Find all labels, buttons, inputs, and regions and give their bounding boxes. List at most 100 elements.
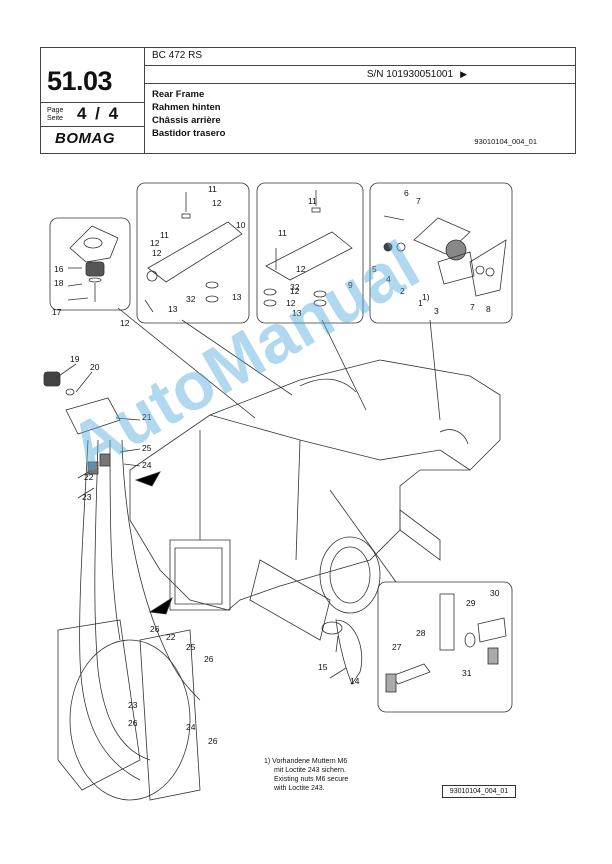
part-number: 25 (186, 642, 196, 652)
part-number: 18 (54, 278, 64, 288)
detail-box-mount (49, 217, 131, 311)
part-number: 12 (152, 248, 162, 258)
part-number: 30 (490, 588, 500, 598)
page-number: 4 / 4 (77, 104, 119, 123)
leader-line (329, 489, 397, 583)
divider (41, 102, 144, 103)
footnote-line: with Loctite 243. (274, 785, 325, 792)
part-number: 1) (422, 292, 430, 302)
part-number: 26 (204, 654, 214, 664)
mount-plate (69, 225, 119, 263)
page-label-de: Page (47, 107, 64, 114)
part-number: 2 (400, 286, 405, 296)
part-number: 27 (392, 642, 402, 652)
part-number: 16 (54, 264, 64, 274)
serial-arrow-icon: ▶ (460, 69, 467, 79)
drive-housing (57, 619, 141, 791)
frame-opening (169, 539, 231, 611)
part-number: 12 (212, 198, 222, 208)
part-number: 32 (290, 282, 300, 292)
part-number: 11 (308, 196, 317, 206)
drum-segment (335, 619, 363, 685)
detail-box-sensor (369, 182, 513, 324)
serial-number: S/N 101930051001 (366, 69, 453, 80)
part-number: 25 (142, 443, 152, 453)
serial-row: S/N 101930051001 ▶ (145, 66, 575, 84)
leader-line (181, 319, 293, 396)
part-number: 31 (462, 668, 472, 678)
frame-bore (319, 536, 381, 614)
guard-plate-mid (265, 231, 353, 281)
part-number: 7 (470, 302, 475, 312)
part-number: 6 (404, 188, 409, 198)
header-doc-ref: 93010104_004_01 (474, 137, 537, 146)
part-number: 19 (70, 354, 80, 364)
part-number: 11 (208, 184, 217, 194)
fitting-bracket (439, 593, 455, 651)
part-number: 5 (372, 264, 377, 274)
part-number: 12 (120, 318, 130, 328)
part-number: 12 (286, 298, 296, 308)
detail-box-left-plate (136, 182, 250, 324)
part-number: 13 (168, 304, 178, 314)
valve-block (65, 397, 121, 435)
model-row: BC 472 RS (145, 48, 575, 66)
group-number: 51.03 (47, 66, 113, 96)
part-number: 13 (292, 308, 302, 318)
guard-plate-left (147, 221, 243, 283)
title-fr: Châssis arrière (152, 115, 221, 126)
part-number: 12 (150, 238, 160, 248)
title-es: Bastidor trasero (152, 128, 226, 139)
part-number: 28 (416, 628, 426, 638)
part-number: 20 (90, 362, 100, 372)
part-number: 7 (416, 196, 421, 206)
part-number: 22 (84, 472, 94, 482)
part-number: 17 (52, 307, 62, 317)
footnote-line: mit Loctite 243 sichern. (274, 767, 346, 774)
part-number: 26 (150, 624, 160, 634)
part-number: 11 (278, 228, 287, 238)
part-number: 10 (236, 220, 246, 230)
drawing-doc-ref: 93010104_004_01 (442, 785, 516, 798)
section-titles: Rear Frame Rahmen hinten Châssis arrière… (152, 88, 225, 140)
sensor-bracket (413, 217, 471, 255)
part-number: 1 (418, 298, 423, 308)
part-number: 29 (466, 598, 476, 608)
footnote-line: 1) Vorhandene Muttern M6 (264, 758, 348, 765)
part-number: 32 (186, 294, 196, 304)
title-de: Rahmen hinten (152, 102, 221, 113)
part-number: 3 (434, 306, 439, 316)
part-number: 12 (296, 264, 306, 274)
rear-frame (129, 359, 501, 611)
footnote: 1) Vorhandene Muttern M6 mit Loctite 243… (264, 757, 348, 793)
part-number: 23 (82, 492, 92, 502)
part-number: 21 (142, 412, 152, 422)
part-number: 13 (232, 292, 242, 302)
part-number: 9 (348, 280, 353, 290)
page-label: Page Seite (47, 107, 63, 123)
pointer-arrow-icon (148, 597, 173, 615)
leader-line (117, 307, 256, 419)
leader-line (321, 319, 367, 411)
part-number: 26 (128, 718, 138, 728)
page-label-en: Seite (47, 115, 63, 122)
part-number: 15 (318, 662, 328, 672)
part-number: 24 (186, 722, 196, 732)
part-number: 26 (208, 736, 218, 746)
part-number: 12 (290, 286, 300, 296)
divider (41, 126, 144, 127)
title-en: Rear Frame (152, 89, 205, 100)
detail-box-mid-plate (256, 182, 364, 324)
part-number: 24 (142, 460, 152, 470)
pointer-arrow-icon (134, 471, 161, 487)
title-block: 51.03 Page Seite 4 / 4 BOMAG BC 472 RS S… (40, 47, 576, 154)
part-number: 8 (486, 304, 491, 314)
detail-box-fittings (377, 581, 513, 713)
title-block-left: 51.03 Page Seite 4 / 4 BOMAG (41, 48, 145, 153)
part-number: 23 (128, 700, 138, 710)
part-number: 22 (166, 632, 176, 642)
part-number: 14 (350, 676, 360, 686)
part-number: 11 (160, 230, 169, 240)
